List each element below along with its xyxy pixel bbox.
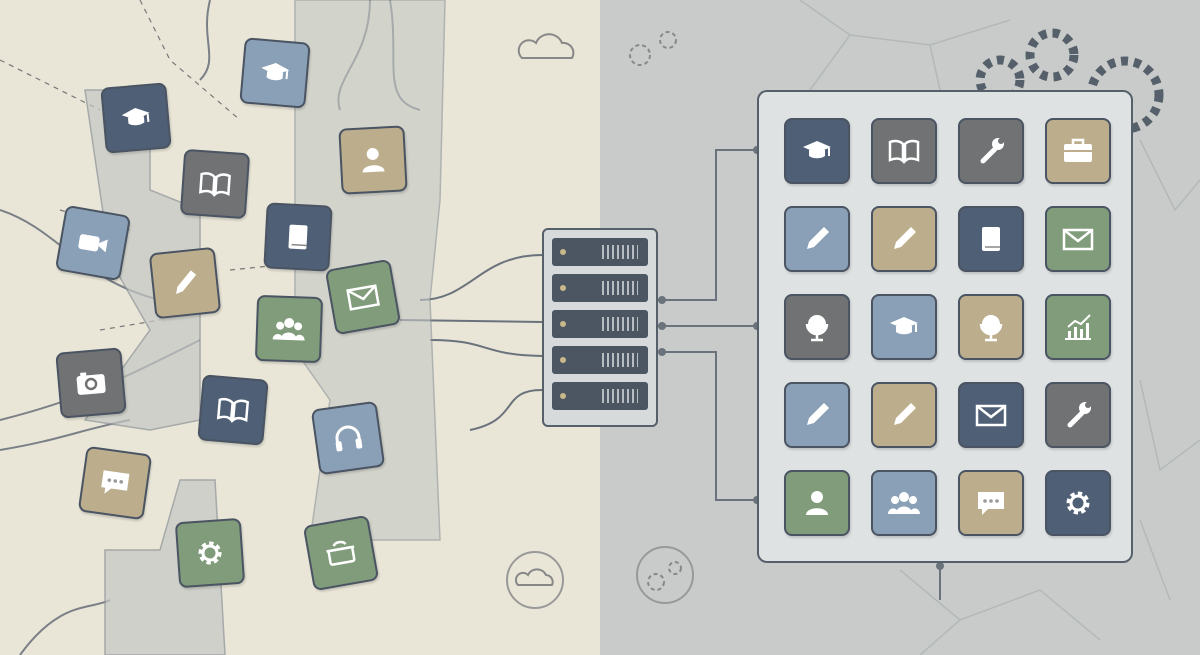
cloud-icon bbox=[506, 33, 575, 609]
graduation-cap-icon bbox=[121, 108, 150, 126]
grid-app-tile bbox=[784, 470, 850, 536]
wrench-icon bbox=[980, 138, 1004, 164]
wrench-icon bbox=[1067, 402, 1091, 428]
grid-app-tile bbox=[871, 206, 937, 272]
scattered-app-tile bbox=[302, 514, 380, 592]
book-open-icon bbox=[216, 397, 250, 423]
grid-app-tile bbox=[1045, 118, 1111, 184]
grid-app-tile bbox=[871, 382, 937, 448]
scattered-app-tile bbox=[324, 258, 402, 336]
scattered-app-tile bbox=[174, 517, 246, 589]
scattered-app-tile bbox=[254, 294, 324, 364]
grid-app-tile bbox=[871, 470, 937, 536]
server-unit bbox=[552, 346, 648, 374]
video-camera-icon bbox=[78, 234, 108, 253]
grid-app-tile bbox=[958, 294, 1024, 360]
book-icon bbox=[288, 224, 308, 250]
users-icon bbox=[888, 492, 920, 514]
scattered-app-tile bbox=[77, 445, 153, 521]
book-open-icon bbox=[199, 172, 231, 197]
scattered-app-tile bbox=[197, 374, 269, 446]
envelope-icon bbox=[975, 404, 1007, 427]
globe-icon bbox=[805, 315, 829, 342]
scattered-app-tile bbox=[310, 400, 386, 476]
graduation-cap-icon bbox=[890, 317, 918, 335]
scattered-app-tile bbox=[239, 37, 311, 109]
grid-app-tile bbox=[1045, 294, 1111, 360]
briefcase-icon bbox=[1064, 138, 1092, 162]
scattered-app-tile bbox=[100, 82, 172, 154]
grid-app-tile bbox=[784, 118, 850, 184]
grid-app-tile bbox=[958, 382, 1024, 448]
book-icon bbox=[982, 227, 1000, 251]
grid-app-tile bbox=[1045, 206, 1111, 272]
user-icon bbox=[362, 148, 385, 173]
grid-app-tile bbox=[958, 470, 1024, 536]
grid-app-tile bbox=[871, 294, 937, 360]
pot-icon bbox=[326, 540, 356, 566]
server-unit bbox=[552, 310, 648, 338]
central-server bbox=[542, 228, 658, 427]
scattered-app-tile bbox=[55, 347, 127, 419]
chat-icon bbox=[978, 492, 1004, 515]
chat-icon bbox=[101, 470, 130, 494]
server-unit bbox=[552, 382, 648, 410]
grid-app-tile bbox=[1045, 470, 1111, 536]
server-outputs bbox=[658, 149, 941, 600]
envelope-icon bbox=[346, 284, 380, 311]
server-unit bbox=[552, 238, 648, 266]
globe-icon bbox=[979, 315, 1003, 342]
gear-icon bbox=[198, 541, 222, 565]
pencil-icon bbox=[807, 227, 829, 249]
scattered-app-tile bbox=[148, 246, 222, 320]
grid-app-tile bbox=[958, 118, 1024, 184]
server-inputs bbox=[399, 254, 543, 431]
book-open-icon bbox=[888, 139, 920, 165]
pencil-icon bbox=[176, 270, 197, 294]
chart-icon bbox=[1065, 314, 1091, 340]
server-unit bbox=[552, 274, 648, 302]
camera-icon bbox=[76, 372, 106, 395]
grid-app-tile bbox=[958, 206, 1024, 272]
grid-app-tile bbox=[784, 382, 850, 448]
headphones-icon bbox=[335, 425, 363, 452]
pencil-icon bbox=[894, 227, 916, 249]
graduation-cap-icon bbox=[261, 63, 290, 81]
graduation-cap-icon bbox=[803, 141, 831, 159]
scattered-app-tile bbox=[179, 148, 251, 220]
grid-app-tile bbox=[784, 294, 850, 360]
network-mesh bbox=[799, 0, 1200, 655]
user-icon bbox=[806, 491, 828, 515]
gear-icons-decor bbox=[629, 31, 694, 604]
scattered-app-tile bbox=[338, 125, 408, 195]
users-icon bbox=[272, 318, 305, 341]
scattered-app-tile bbox=[263, 202, 333, 272]
grid-app-tile bbox=[784, 206, 850, 272]
pencil-icon bbox=[807, 403, 829, 425]
scattered-app-tile bbox=[54, 204, 132, 282]
grid-app-tile bbox=[1045, 382, 1111, 448]
envelope-icon bbox=[1062, 228, 1094, 251]
gear-icon bbox=[1066, 491, 1090, 515]
pencil-icon bbox=[894, 403, 916, 425]
grid-app-tile bbox=[871, 118, 937, 184]
